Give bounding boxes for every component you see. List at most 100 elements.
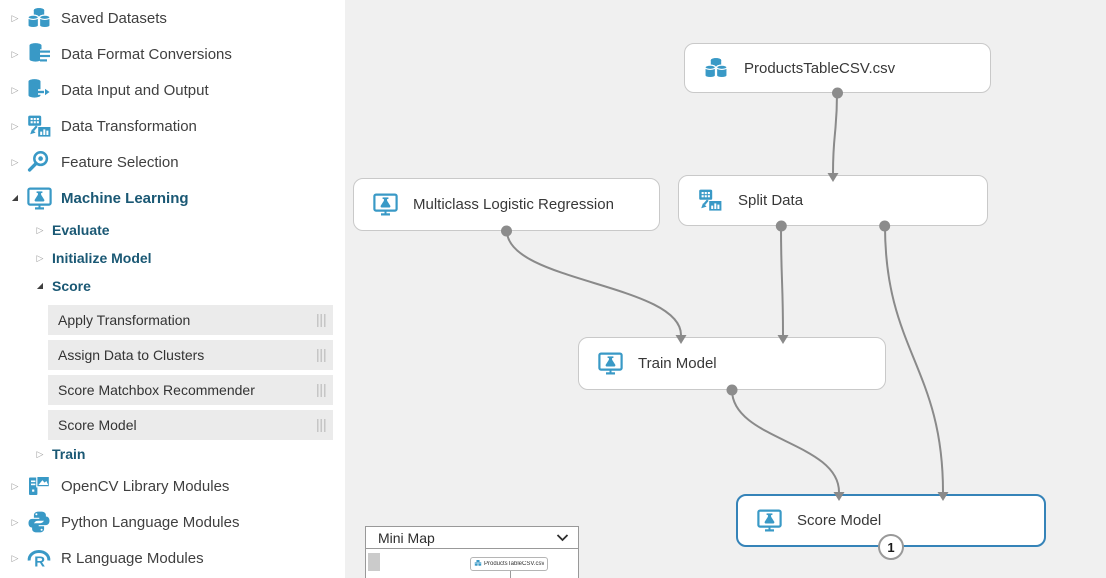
connection-line[interactable] [780,225,784,336]
r-language-icon: R [24,545,54,571]
sidebar-item-r-language-modules[interactable]: ▷ R R Language Modules [0,540,345,576]
expand-arrow-icon[interactable]: ▷ [11,12,19,23]
item-label: Data Input and Output [61,81,209,99]
item-label: R Language Modules [61,549,204,567]
sidebar-item-opencv-library-modules[interactable]: ▷ OpenCV Library Modules [0,468,345,504]
machine-learning-icon [370,191,400,218]
item-label: Data Format Conversions [61,45,232,63]
item-label: Initialize Model [52,250,152,266]
drag-grip-icon [317,348,326,362]
expand-arrow-icon[interactable]: ▷ [11,84,19,95]
data-input-output-icon [24,77,54,103]
expand-arrow-icon[interactable]: ▷ [36,448,44,459]
node-productstablecsv-csv[interactable]: ProductsTableCSV.csv [684,43,991,93]
data-transformation-icon [24,113,54,140]
item-label: Evaluate [52,222,110,238]
node-label: Score Model [797,512,882,529]
data-format-conversions-icon [24,41,54,67]
data-transformation-icon [695,187,725,214]
node-label: Multiclass Logistic Regression [413,196,614,213]
machine-learning-icon [595,350,625,377]
item-label: Score [52,278,91,294]
minimap-header[interactable]: Mini Map [365,526,579,549]
sidebar-item-machine-learning[interactable]: ◢ Machine Learning [0,180,345,216]
item-label: Saved Datasets [61,9,167,27]
sidebar-item-initialize-model[interactable]: ▷ Initialize Model [0,244,345,272]
minimap-panel: Mini Map ProductsTableCSV.csv [365,526,579,578]
sidebar-item-score[interactable]: ◢ Score [0,272,345,300]
node-split-data[interactable]: Split Data [678,175,988,226]
drag-grip-icon [317,383,326,397]
node-train-model[interactable]: Train Model [578,337,886,390]
database-icon [701,55,731,81]
output-port[interactable] [879,220,891,232]
module-assign-data-to-clusters[interactable]: Assign Data to Clusters [48,340,333,370]
item-label: Feature Selection [61,153,179,171]
drag-grip-icon [317,418,326,432]
minimap-title: Mini Map [378,529,435,546]
machine-learning-icon [24,185,54,212]
item-label: Machine Learning [61,189,189,207]
python-icon [24,509,54,535]
chevron-down-icon[interactable] [556,533,569,542]
expand-arrow-icon[interactable]: ▷ [11,120,19,131]
minimap-node-label: ProductsTableCSV.csv [484,561,545,567]
feature-selection-icon [24,149,54,175]
output-port[interactable] [726,384,738,396]
machine-learning-icon [754,507,784,534]
node-label: ProductsTableCSV.csv [744,59,896,77]
sidebar-item-data-input-and-output[interactable]: ▷ Data Input and Output [0,72,345,108]
node-multiclass-logistic-regression[interactable]: Multiclass Logistic Regression [353,178,660,231]
item-label: Data Transformation [61,117,197,135]
module-score-matchbox-recommender[interactable]: Score Matchbox Recommender [48,375,333,405]
sidebar-item-train[interactable]: ▷ Train [0,440,345,468]
item-label: Python Language Modules [61,513,240,531]
minimap-connection-line [510,571,511,578]
expand-arrow-icon[interactable]: ▷ [11,480,19,491]
collapse-arrow-icon[interactable]: ◢ [11,193,19,202]
expand-arrow-icon[interactable]: ▷ [11,552,19,563]
opencv-icon [24,473,54,499]
node-label: Split Data [738,192,804,209]
item-label: Apply Transformation [58,312,191,328]
connections-layer [506,92,944,493]
item-label: OpenCV Library Modules [61,477,230,495]
drag-grip-icon [317,313,326,327]
item-label: Score Matchbox Recommender [58,382,255,398]
minimap-body[interactable]: ProductsTableCSV.csv [365,549,579,578]
module-apply-transformation[interactable]: Apply Transformation [48,305,333,335]
svg-text:R: R [34,554,45,571]
item-label: Assign Data to Clusters [58,347,205,363]
module-palette: ▷Saved Datasets▷Data Format Conversions▷… [0,0,345,578]
expand-arrow-icon[interactable]: ▷ [36,224,44,235]
sidebar-item-data-transformation[interactable]: ▷ Data Transformation [0,108,345,144]
item-label: Score Model [58,417,137,433]
database-icon [474,559,482,569]
sidebar-item-python-language-modules[interactable]: ▷ Python Language Modules [0,504,345,540]
module-score-model[interactable]: Score Model [48,410,333,440]
saved-datasets-icon [24,5,54,31]
expand-arrow-icon[interactable]: ▷ [11,516,19,527]
connection-line[interactable] [506,230,682,336]
connection-line[interactable] [731,389,840,493]
sidebar-item-feature-selection[interactable]: ▷ Feature Selection [0,144,345,180]
expand-arrow-icon[interactable]: ▷ [11,156,19,167]
connection-line[interactable] [884,225,944,493]
item-label: Train [52,446,86,462]
expand-arrow-icon[interactable]: ▷ [11,48,19,59]
sidebar-item-data-format-conversions[interactable]: ▷ Data Format Conversions [0,36,345,72]
sidebar-item-evaluate[interactable]: ▷ Evaluate [0,216,345,244]
minimap-node: ProductsTableCSV.csv [470,557,548,571]
collapse-arrow-icon[interactable]: ◢ [36,281,44,290]
output-port-badge[interactable]: 1 [878,534,904,560]
output-port[interactable] [832,87,843,99]
output-port[interactable] [501,225,512,237]
expand-arrow-icon[interactable]: ▷ [36,252,44,263]
sidebar-item-saved-datasets[interactable]: ▷ Saved Datasets [0,0,345,36]
node-label: Train Model [638,355,717,372]
connection-line[interactable] [832,92,838,174]
output-port[interactable] [775,220,787,232]
